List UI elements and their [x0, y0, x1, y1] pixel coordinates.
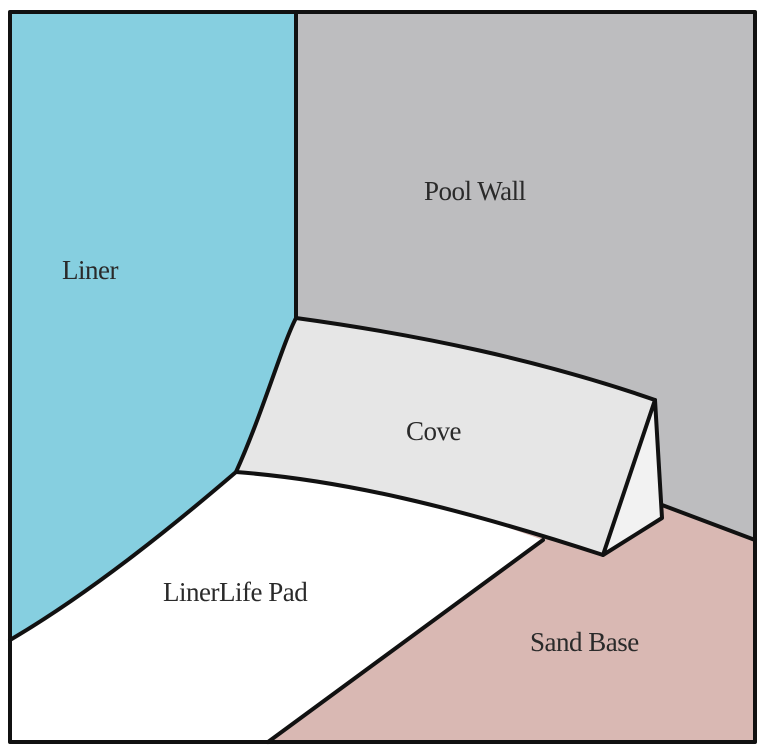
liner-life-pad-region	[10, 472, 543, 742]
sand-base-label: Sand Base	[530, 627, 639, 657]
pool-wall-region	[296, 12, 755, 540]
cove-label: Cove	[406, 416, 462, 446]
liner-region	[10, 12, 296, 640]
pool-wall-label: Pool Wall	[424, 176, 526, 206]
liner-label: Liner	[62, 255, 118, 285]
liner-life-pad-label: LinerLife Pad	[163, 577, 308, 607]
diagram-outlines	[8, 10, 757, 744]
cove-top-face	[236, 318, 655, 555]
